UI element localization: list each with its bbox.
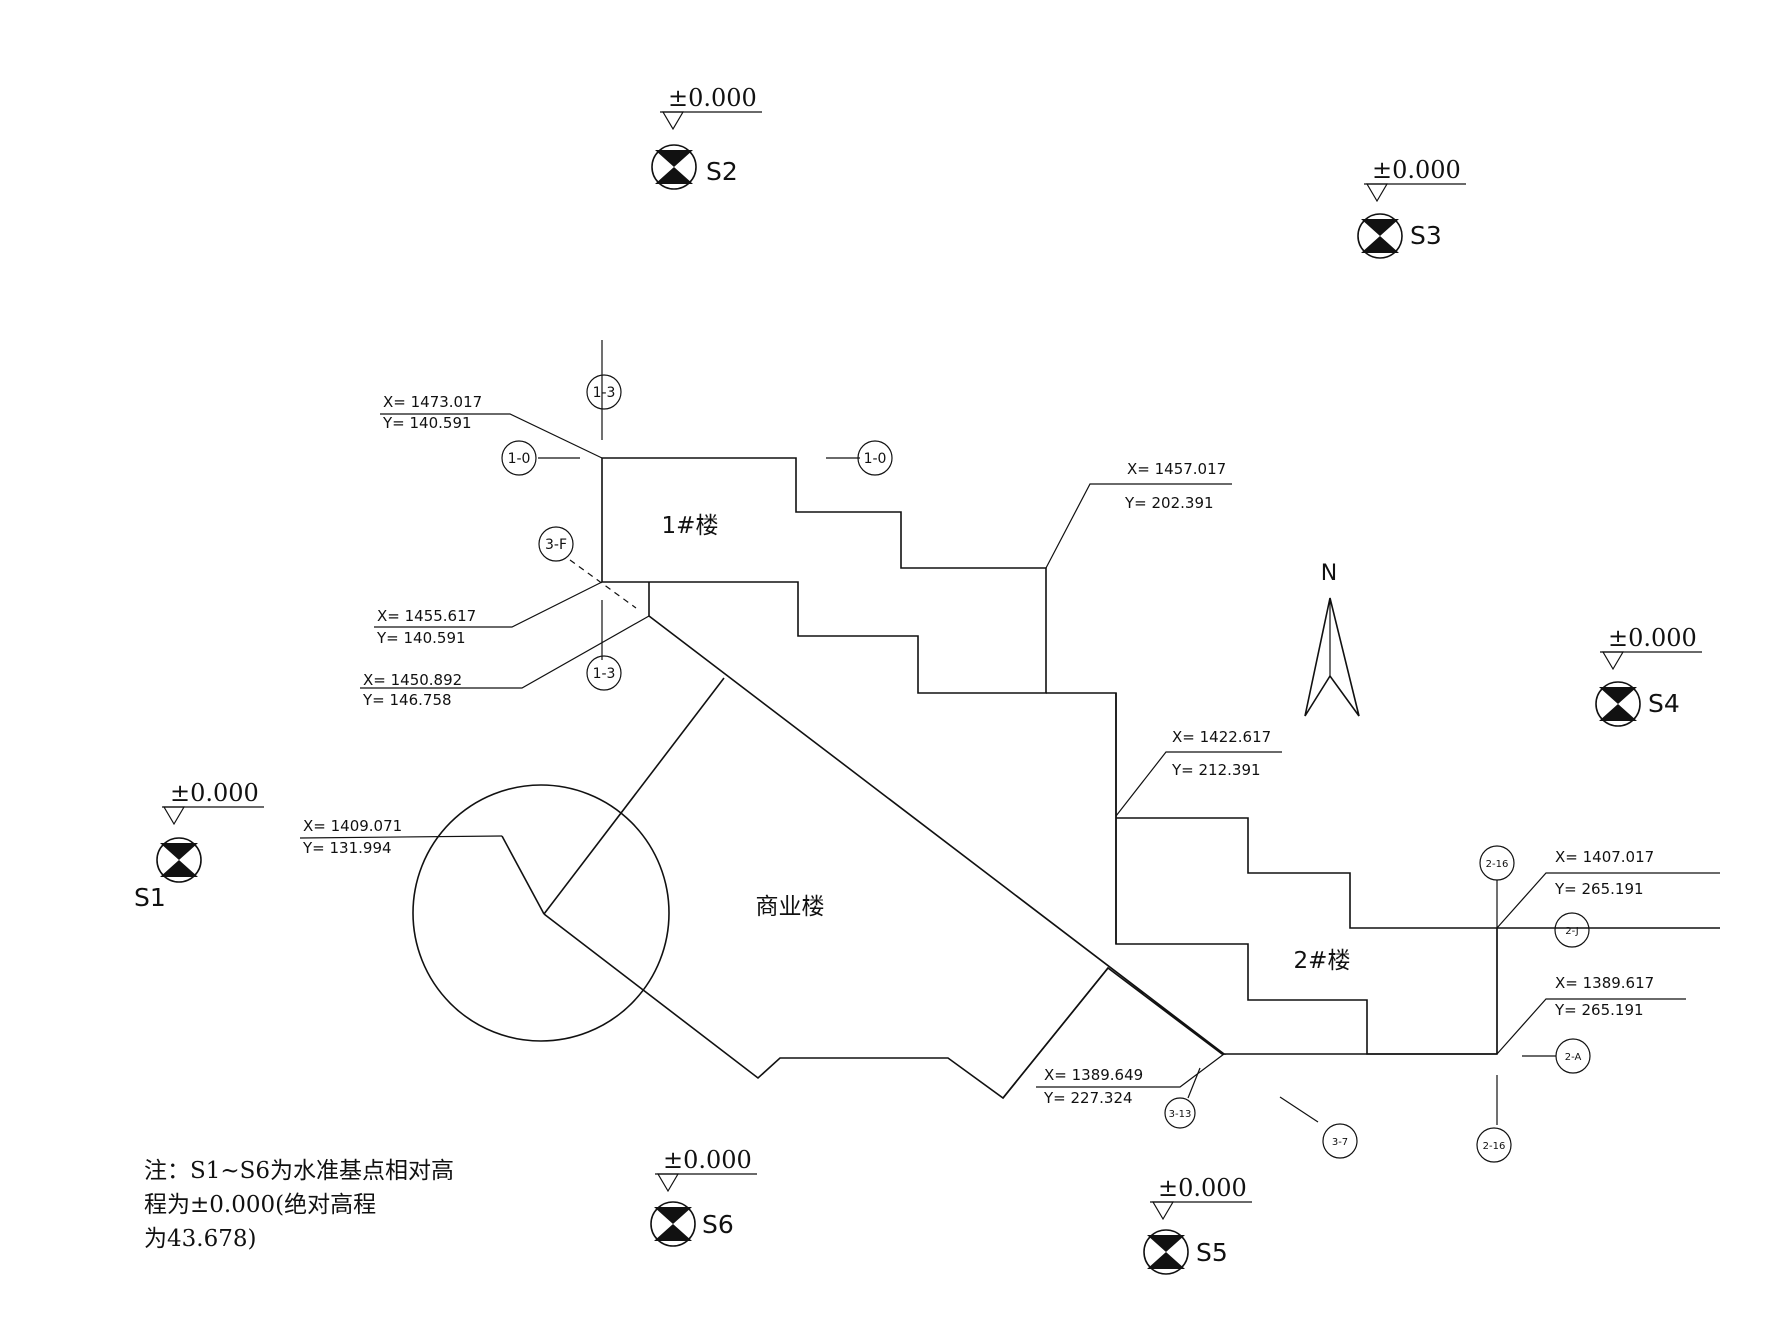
coord-y-3: Y= 146.758 <box>362 691 452 709</box>
note-line-3: 为43.678) <box>144 1226 256 1252</box>
coordinate-label-7: X= 1407.017 Y= 265.191 <box>1496 848 1720 929</box>
benchmark-s2-level: ±0.000 <box>668 84 757 112</box>
coord-y-9: Y= 227.324 <box>1043 1089 1133 1107</box>
benchmark-s4-label: S4 <box>1648 689 1680 718</box>
coord-x-3: X= 1450.892 <box>363 671 462 689</box>
benchmark-s3-level: ±0.000 <box>1372 156 1461 184</box>
svg-text:3-13: 3-13 <box>1169 1109 1192 1120</box>
benchmark-s3: ±0.000 S3 <box>1357 156 1466 259</box>
svg-text:3-F: 3-F <box>545 537 567 553</box>
commercial-round-hall <box>412 784 670 1042</box>
svg-text:1-0: 1-0 <box>864 451 887 467</box>
commercial-building-outline <box>543 615 1227 1100</box>
svg-text:1-3: 1-3 <box>593 385 616 401</box>
coord-y-8: Y= 265.191 <box>1554 1001 1644 1019</box>
axis-bubble-2-16-bottom: 2-16 <box>1476 1127 1512 1163</box>
benchmark-s6: ±0.000 S6 <box>650 1146 757 1247</box>
drawing-note: 注：S1~S6为水准基点相对高 程为±0.000(绝对高程 为43.678) <box>144 1158 454 1252</box>
coord-x-5: X= 1457.017 <box>1127 460 1226 478</box>
axis-bubble-1-0-left: 1-0 <box>501 440 537 476</box>
axis-bubble-1-3-bottom: 1-3 <box>586 655 622 691</box>
coordinate-label-1: X= 1473.017 Y= 140.591 <box>380 393 603 459</box>
axis-bubble-3-7: 3-7 <box>1322 1123 1358 1159</box>
svg-text:3-7: 3-7 <box>1332 1137 1348 1148</box>
benchmark-s5-level: ±0.000 <box>1158 1174 1247 1202</box>
benchmark-s1: ±0.000 S1 <box>134 779 264 912</box>
svg-text:2-16: 2-16 <box>1483 1141 1506 1152</box>
svg-text:2-16: 2-16 <box>1486 859 1509 870</box>
benchmark-s3-label: S3 <box>1410 221 1442 250</box>
axis-line-3-f <box>569 559 637 609</box>
coord-y-1: Y= 140.591 <box>382 414 472 432</box>
north-label: N <box>1321 561 1337 586</box>
coordinate-label-4: X= 1409.071 Y= 131.994 <box>299 817 503 857</box>
benchmark-s6-label: S6 <box>702 1210 734 1239</box>
benchmark-s2: ±0.000 S2 <box>651 84 762 190</box>
coordinate-label-3: X= 1450.892 Y= 146.758 <box>360 615 650 709</box>
coordinate-label-5: X= 1457.017 Y= 202.391 <box>1045 460 1232 569</box>
coord-y-2: Y= 140.591 <box>376 629 466 647</box>
svg-text:1-0: 1-0 <box>508 451 531 467</box>
building-2-label: 2#楼 <box>1294 948 1351 974</box>
benchmark-s1-level: ±0.000 <box>170 779 259 807</box>
coord-y-6: Y= 212.391 <box>1171 761 1261 779</box>
benchmark-s5-label: S5 <box>1196 1238 1228 1267</box>
axis-bubble-2-j: 2-J <box>1554 912 1590 948</box>
commercial-corner-line <box>501 835 545 915</box>
axis-bubble-2-a: 2-A <box>1522 1038 1591 1074</box>
benchmark-s5: ±0.000 S5 <box>1143 1174 1252 1275</box>
building-1-label: 1#楼 <box>662 513 719 539</box>
axis-bubble-2-16-top: 2-16 <box>1479 845 1515 881</box>
coord-y-7: Y= 265.191 <box>1554 880 1644 898</box>
coordinate-label-8: X= 1389.617 Y= 265.191 <box>1496 974 1686 1055</box>
benchmark-s6-level: ±0.000 <box>663 1146 752 1174</box>
svg-text:2-J: 2-J <box>1565 926 1578 937</box>
axis-bubble-3-13: 3-13 <box>1164 1067 1201 1129</box>
benchmark-s4-level: ±0.000 <box>1608 624 1697 652</box>
axis-bubble-3-f: 3-F <box>538 526 574 562</box>
svg-text:2-A: 2-A <box>1565 1052 1582 1063</box>
svg-text:1-3: 1-3 <box>593 666 616 682</box>
commercial-building-label: 商业楼 <box>756 894 825 920</box>
benchmark-s2-label: S2 <box>706 157 738 186</box>
axis-line-3-7 <box>1279 1096 1319 1123</box>
north-arrow: N <box>1304 561 1360 717</box>
coord-x-9: X= 1389.649 <box>1044 1066 1143 1084</box>
coordinate-label-2: X= 1455.617 Y= 140.591 <box>374 581 603 647</box>
coordinate-label-6: X= 1422.617 Y= 212.391 <box>1115 728 1282 817</box>
coord-y-5: Y= 202.391 <box>1124 494 1214 512</box>
coordinate-label-9: X= 1389.649 Y= 227.324 <box>1036 1053 1225 1107</box>
coord-x-4: X= 1409.071 <box>303 817 402 835</box>
coord-x-1: X= 1473.017 <box>383 393 482 411</box>
building-1-outline <box>601 457 1047 694</box>
coord-x-7: X= 1407.017 <box>1555 848 1654 866</box>
coord-x-6: X= 1422.617 <box>1172 728 1271 746</box>
building-2-outline <box>1046 692 1498 1055</box>
commercial-edge-line <box>1002 967 1109 1099</box>
coord-y-4: Y= 131.994 <box>302 839 392 857</box>
note-line-2: 程为±0.000(绝对高程 <box>144 1192 376 1218</box>
coord-x-8: X= 1389.617 <box>1555 974 1654 992</box>
coord-x-2: X= 1455.617 <box>377 607 476 625</box>
commercial-radial-line <box>543 677 725 915</box>
note-line-1: 注：S1~S6为水准基点相对高 <box>144 1158 454 1184</box>
axis-bubble-1-3-top: 1-3 <box>586 374 622 410</box>
axis-bubble-1-0-right: 1-0 <box>857 440 893 476</box>
benchmark-s4: ±0.000 S4 <box>1595 624 1702 727</box>
benchmark-s1-label: S1 <box>134 883 166 912</box>
